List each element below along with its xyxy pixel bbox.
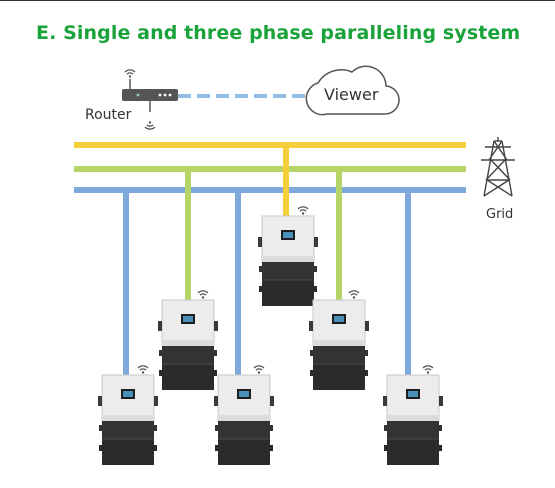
wifi-icon [197,290,209,300]
grid-label: Grid [486,207,513,222]
wifi-icon [348,290,360,300]
inverter-icon [308,299,370,391]
router-icon [122,69,178,130]
top-rule [0,0,555,1]
wifi-icon [422,365,434,375]
viewer-label: Viewer [324,85,379,104]
wifi-icon [297,206,309,216]
router-label: Router [85,107,132,123]
inverter-bottom-right [382,365,444,466]
inverter-mid-left [157,290,219,391]
inverter-center-top [257,206,319,307]
inverter-icon [257,215,319,307]
inverter-bottom-center [213,365,275,466]
inverter-mid-right [308,290,370,391]
inverter-icon [157,299,219,391]
inverter-bottom-left [97,365,159,466]
wifi-icon [253,365,265,375]
inverter-icon [97,374,159,466]
page-title: E. Single and three phase paralleling sy… [36,22,521,44]
inverter-icon [382,374,444,466]
transmission-tower-icon [481,137,515,197]
inverter-icon [213,374,275,466]
wifi-icon [137,365,149,375]
cloud-icon [305,65,400,116]
